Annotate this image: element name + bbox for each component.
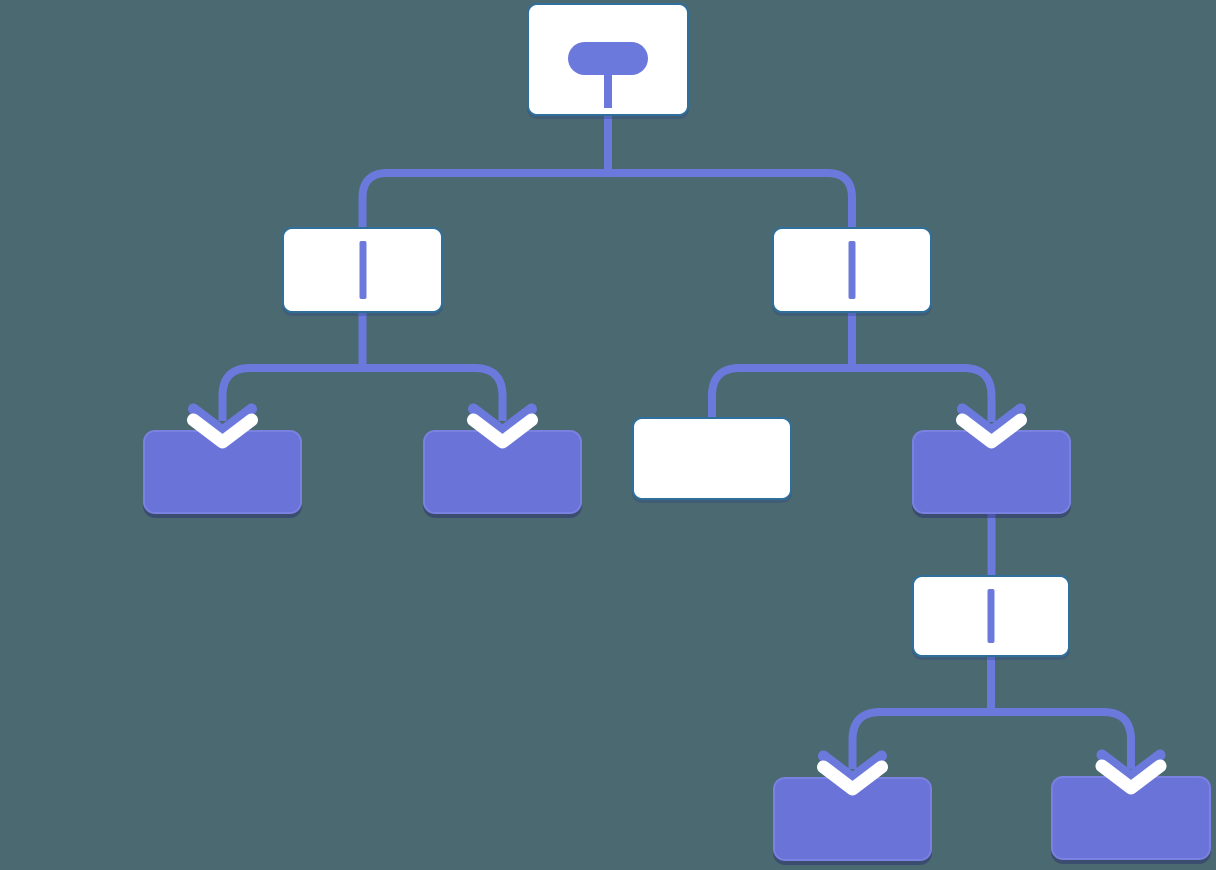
- root-node: [527, 3, 689, 116]
- child-action-right-node: [912, 430, 1071, 514]
- divider-line-icon: [359, 241, 366, 299]
- divider-line-icon: [848, 241, 856, 299]
- root-pill-icon: [568, 42, 648, 75]
- child-plain-node: [632, 417, 792, 500]
- divider-line-icon: [987, 589, 995, 643]
- branch-right-node: [772, 227, 932, 313]
- sub-split-node: [912, 575, 1070, 657]
- root-stem-icon: [604, 73, 612, 108]
- leaf-bottom-right-node: [1051, 776, 1211, 860]
- leaf-bottom-left-node: [773, 777, 932, 861]
- leaf-far-left-node: [143, 430, 302, 514]
- leaf-mid-left-node: [423, 430, 582, 514]
- branch-left-node: [282, 227, 443, 313]
